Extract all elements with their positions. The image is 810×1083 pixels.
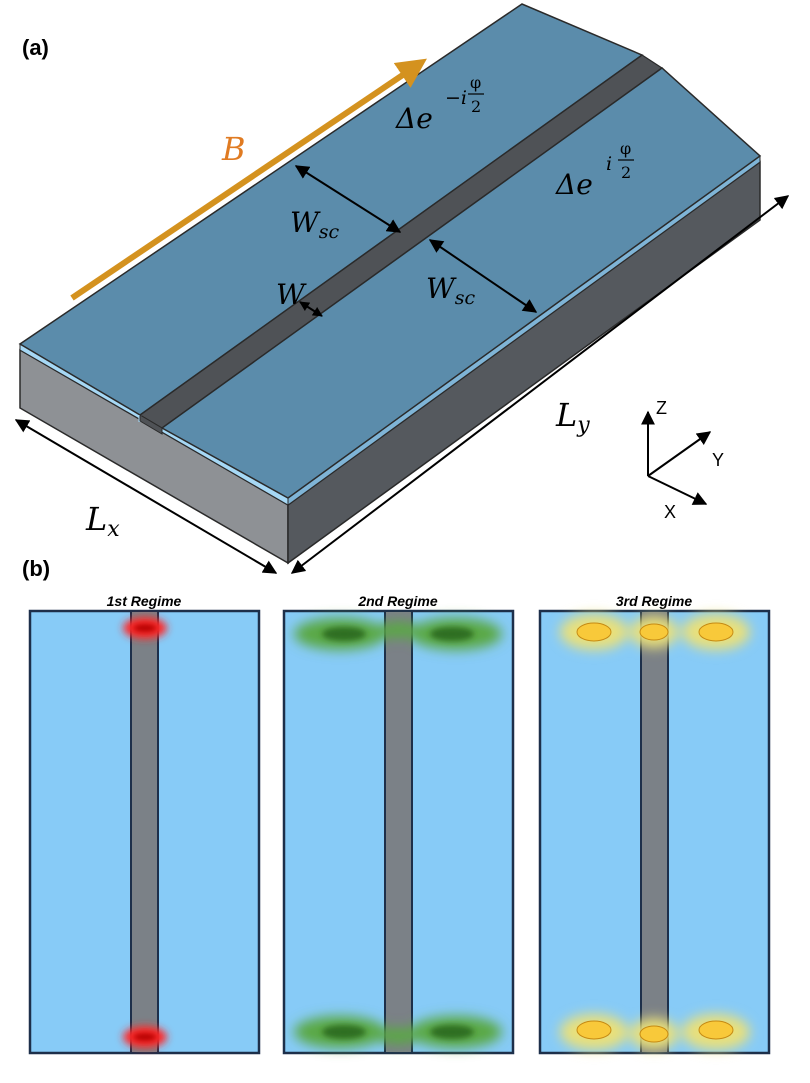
- coordinate-axes: Z Y X: [641, 398, 724, 522]
- axis-x-label: X: [664, 502, 676, 522]
- svg-text:Δe: Δe: [555, 168, 593, 201]
- svg-text:φ: φ: [620, 139, 631, 158]
- regime-title: 3rd Regime: [616, 593, 692, 609]
- svg-text:2: 2: [621, 163, 631, 182]
- phase-right-label: Δe i φ 2: [555, 139, 634, 201]
- svg-text:φ: φ: [470, 73, 481, 92]
- length-x-arrow: [14, 419, 278, 574]
- regime-title: 1st Regime: [107, 593, 182, 609]
- length-y-arrow: [290, 195, 790, 574]
- electrode-width-label-right: Wsc: [426, 272, 476, 309]
- device-3d-view: [18, 3, 762, 565]
- regime-3-panel: 3rd Regime: [538, 593, 771, 1055]
- panel-a-label: (a): [22, 35, 49, 60]
- electrode-width-label-left: Wsc: [290, 206, 340, 243]
- regime-1-panel: 1st Regime: [28, 593, 261, 1055]
- regime-2-panel: 2nd Regime: [282, 593, 515, 1055]
- length-y-label: Ly: [555, 396, 590, 438]
- svg-text:2: 2: [471, 97, 481, 116]
- svg-text:i: i: [606, 153, 612, 175]
- field-label: B: [221, 130, 246, 168]
- phase-left-label: Δe −i φ 2: [395, 73, 484, 135]
- svg-text:−i: −i: [445, 87, 467, 109]
- axis-y-label: Y: [712, 450, 724, 470]
- svg-text:Δe: Δe: [395, 102, 433, 135]
- gap-width-label: W: [276, 278, 307, 311]
- length-x-label: Lx: [85, 500, 120, 542]
- regime-title: 2nd Regime: [357, 593, 438, 609]
- panel-b-label: (b): [22, 556, 50, 581]
- axis-z-label: Z: [656, 398, 667, 418]
- field-arrow: [70, 58, 427, 301]
